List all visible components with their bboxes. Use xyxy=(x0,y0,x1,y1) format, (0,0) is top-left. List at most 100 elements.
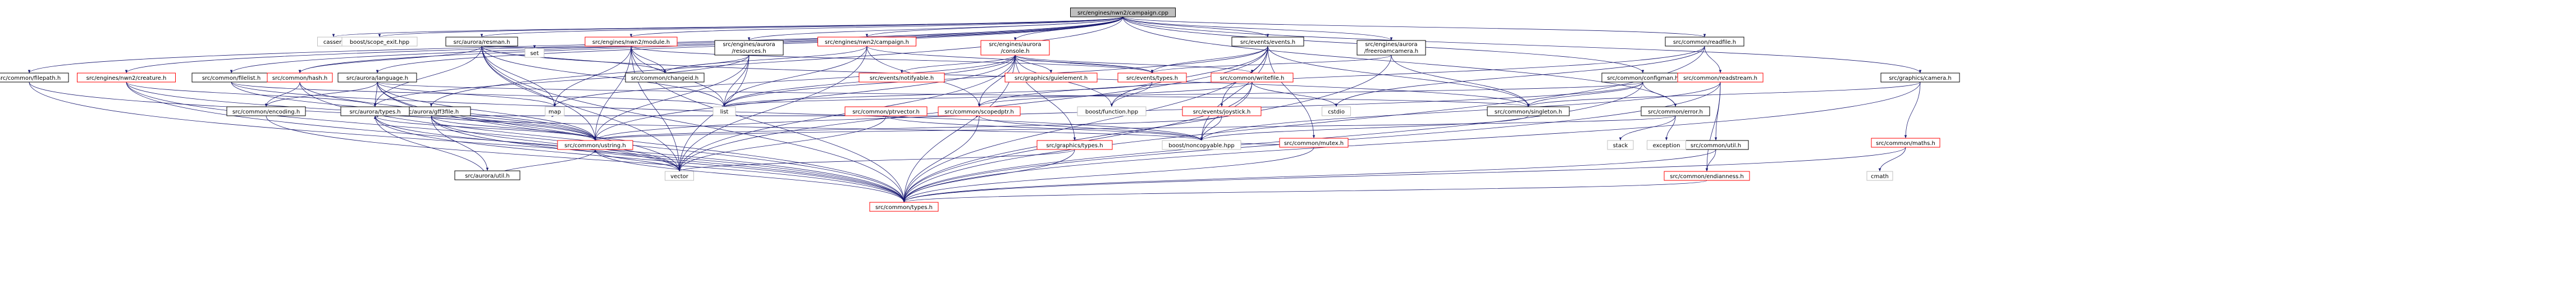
node-common-configman[interactable]: src/common/configman.h xyxy=(1601,72,1684,83)
node-label: stack xyxy=(1613,143,1628,149)
edge-root-to-nwn2-module xyxy=(630,16,1123,38)
edge-graphics-types-to-common-types xyxy=(902,149,1075,203)
node-box xyxy=(1356,40,1426,56)
node-root[interactable]: src/engines/nwn2/campaign.cpp xyxy=(1070,7,1176,17)
node-map: map xyxy=(545,106,565,116)
node-common-ustring[interactable]: src/common/ustring.h xyxy=(557,140,633,150)
edge-freeroamcamera-to-common-singleton xyxy=(1391,55,1530,107)
edge-nwn2-creature-to-common-types xyxy=(126,81,906,203)
edge-aurora-resources-to-list xyxy=(723,55,750,107)
node-common-filelist[interactable]: src/common/filelist.h xyxy=(191,72,271,83)
node-freeroamcamera[interactable]: src/engines/aurora/freeroamcamera.h xyxy=(1356,40,1426,56)
node-label: src/common/singleton.h xyxy=(1495,109,1562,115)
node-box xyxy=(1647,140,1686,150)
node-box xyxy=(1665,37,1744,47)
edge-events-events-to-events-types xyxy=(1150,46,1268,74)
node-events-notifyable[interactable]: src/events/notifyable.h xyxy=(858,72,945,83)
node-box xyxy=(1487,106,1570,116)
node-graphics-types[interactable]: src/graphics/types.h xyxy=(1036,140,1113,150)
node-box xyxy=(1641,106,1710,116)
node-box xyxy=(524,48,545,58)
edge-aurora-resman-to-common-hash xyxy=(298,46,482,74)
edge-common-hash-to-common-encoding xyxy=(264,81,300,107)
edge-nwn2-campaign-h-to-list xyxy=(723,46,867,107)
node-events-types[interactable]: src/events/types.h xyxy=(1117,72,1187,83)
node-common-writefile[interactable]: src/common/writefile.h xyxy=(1211,72,1294,83)
node-common-scopedptr[interactable]: src/common/scopedptr.h xyxy=(938,106,1021,116)
node-common-maths[interactable]: src/common/maths.h xyxy=(1871,138,1940,148)
edge-nwn2-module-to-events-types xyxy=(631,46,1154,74)
node-stack: stack xyxy=(1607,140,1634,150)
node-box xyxy=(337,72,417,83)
node-common-mutex[interactable]: src/common/mutex.h xyxy=(1279,138,1349,148)
edge-freeroamcamera-to-events-types xyxy=(1150,55,1392,74)
node-common-util[interactable]: src/common/util.h xyxy=(1683,140,1749,150)
edge-root-to-common-error xyxy=(1122,16,1677,107)
node-label: src/common/util.h xyxy=(1691,143,1741,149)
node-aurora-language[interactable]: src/aurora/language.h xyxy=(337,72,417,83)
edge-graphics-types-to-vector xyxy=(678,149,1075,172)
node-aurora-resources[interactable]: src/engines/aurora/resources.h xyxy=(714,40,784,56)
node-box xyxy=(1871,138,1940,148)
node-common-filepath[interactable]: src/common/filepath.h xyxy=(0,72,69,83)
node-box xyxy=(454,170,520,180)
node-label: src/common/error.h xyxy=(1648,109,1703,115)
node-common-singleton[interactable]: src/common/singleton.h xyxy=(1487,106,1570,116)
node-common-types[interactable]: src/common/types.h xyxy=(869,202,939,212)
node-aurora-gff3file[interactable]: src/aurora/gff3file.h xyxy=(391,106,471,116)
node-label: src/graphics/camera.h xyxy=(1889,75,1951,81)
node-cstdio: cstdio xyxy=(1322,106,1351,116)
node-nwn2-campaign-h[interactable]: src/engines/nwn2/campaign.h xyxy=(817,37,916,47)
node-label: src/common/writefile.h xyxy=(1220,75,1285,81)
node-box xyxy=(226,106,306,116)
edge-root-to-graphics-camera xyxy=(1122,16,1922,74)
edge-nwn2-module-to-vector xyxy=(631,46,681,172)
node-events-events[interactable]: src/events/events.h xyxy=(1231,37,1304,47)
node-graphics-camera[interactable]: src/graphics/camera.h xyxy=(1880,72,1960,83)
edge-common-filelist-to-list xyxy=(231,81,726,107)
node-common-readfile[interactable]: src/common/readfile.h xyxy=(1665,37,1744,47)
node-box xyxy=(1322,106,1351,116)
node-label: src/events/joystick.h xyxy=(1193,109,1251,115)
node-box xyxy=(584,37,678,47)
node-label: src/events/events.h xyxy=(1240,39,1295,46)
node-box xyxy=(1070,7,1176,17)
node-label: boost/function.hpp xyxy=(1085,109,1138,115)
node-common-readstream[interactable]: src/common/readstream.h xyxy=(1677,72,1764,83)
edge-aurora-console-to-common-ustring xyxy=(593,55,1016,141)
node-aurora-types[interactable]: src/aurora/types.h xyxy=(340,106,410,116)
edge-nwn2-module-to-common-changeid xyxy=(631,46,666,74)
edge-aurora-resman-to-aurora-types xyxy=(373,46,482,107)
node-graphics-guielement[interactable]: src/graphics/guielement.h xyxy=(1004,72,1098,83)
node-events-joystick[interactable]: src/events/joystick.h xyxy=(1182,106,1262,116)
edge-nwn2-campaign-h-to-vector xyxy=(678,46,867,172)
node-aurora-resman[interactable]: src/aurora/resman.h xyxy=(445,37,518,47)
node-nwn2-module[interactable]: src/engines/nwn2/module.h xyxy=(584,37,678,47)
node-box xyxy=(869,202,939,212)
node-common-changeid[interactable]: src/common/changeid.h xyxy=(625,72,705,83)
edge-common-ptrvector-to-boost-noncopyable xyxy=(885,115,1203,141)
node-label: src/common/ptrvector.h xyxy=(852,109,920,115)
node-aurora-console[interactable]: src/engines/aurora/console.h xyxy=(980,40,1050,56)
node-common-error[interactable]: src/common/error.h xyxy=(1641,106,1710,116)
node-common-endianness[interactable]: src/common/endianness.h xyxy=(1664,171,1750,181)
edge-common-error-to-common-ustring xyxy=(594,115,1676,141)
edge-root-to-common-hash xyxy=(298,16,1123,74)
node-label: src/common/mutex.h xyxy=(1284,140,1344,147)
edge-common-filepath-to-common-types xyxy=(29,81,906,203)
node-nwn2-creature[interactable]: src/engines/nwn2/creature.h xyxy=(77,72,176,83)
node-label: src/common/hash.h xyxy=(272,75,327,81)
edge-root-to-nwn2-campaign-h xyxy=(865,16,1123,38)
node-box xyxy=(1231,37,1304,47)
node-common-ptrvector[interactable]: src/common/ptrvector.h xyxy=(844,106,928,116)
node-common-hash[interactable]: src/common/hash.h xyxy=(267,72,333,83)
node-box xyxy=(1077,106,1147,116)
edge-common-readstream-to-common-util xyxy=(1714,81,1721,141)
node-common-encoding[interactable]: src/common/encoding.h xyxy=(226,106,306,116)
node-aurora-util[interactable]: src/aurora/util.h xyxy=(454,170,520,180)
node-box xyxy=(938,106,1021,116)
edge-aurora-language-to-common-singleton xyxy=(377,81,1529,107)
edge-root-to-freeroamcamera xyxy=(1122,16,1393,41)
node-label: src/common/scopedptr.h xyxy=(944,109,1014,115)
node-label: src/common/encoding.h xyxy=(232,109,300,115)
